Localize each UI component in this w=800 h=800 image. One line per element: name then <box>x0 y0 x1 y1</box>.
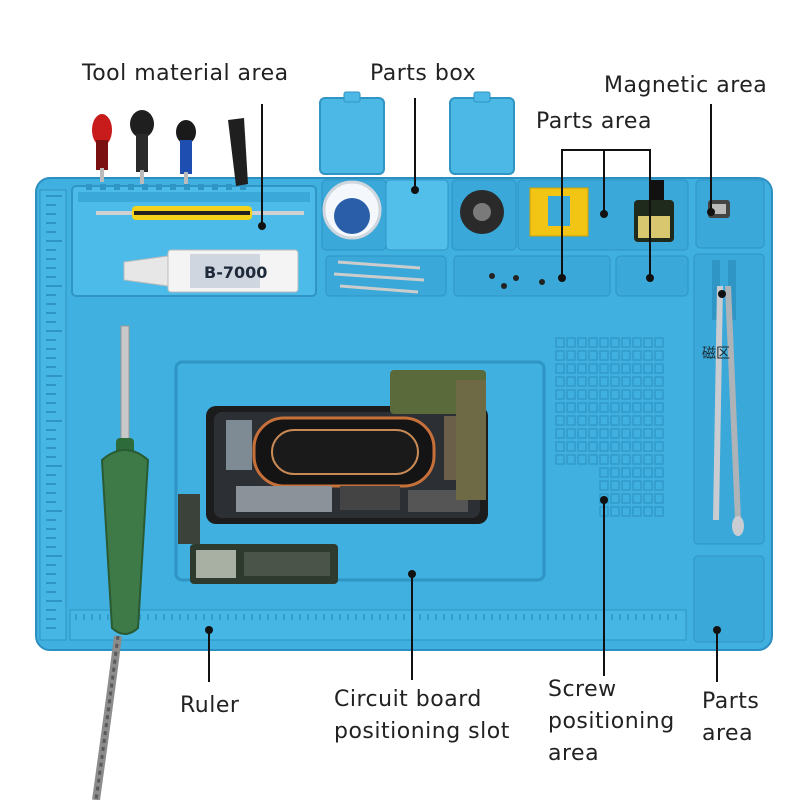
ruler-strip-bottom <box>69 609 687 641</box>
right-parts-compartments <box>693 253 765 643</box>
glue-tube-label: B-7000 <box>204 263 267 282</box>
screwdriver-icon <box>92 110 248 186</box>
parts-box-lid-right <box>449 91 515 175</box>
tool-tip-icon <box>460 190 504 234</box>
label-parts-area-bottom: Parts area <box>702 689 760 746</box>
tape-roll-icon <box>322 180 382 240</box>
soldering-iron-icon <box>92 325 150 800</box>
parts-box-lid-left <box>319 91 385 175</box>
glue-tube-icon: B-7000 <box>123 249 299 293</box>
glue-bottle-icon <box>634 180 674 242</box>
spudger-icon <box>96 206 304 220</box>
circuit-board-icon <box>206 370 488 524</box>
label-screw-area: Screw positioning area <box>548 677 675 766</box>
magnetizer-icon <box>529 187 589 237</box>
screw-icon <box>333 260 545 294</box>
label-parts-area-top: Parts area <box>536 109 652 134</box>
ruler-strip-left <box>39 189 67 641</box>
label-ruler: Ruler <box>180 693 240 718</box>
label-magnetic-area: Magnetic area <box>604 73 768 98</box>
label-parts-box: Parts box <box>370 61 477 86</box>
screw-positioning-grid <box>555 337 664 517</box>
small-circuit-board-icon <box>178 494 338 584</box>
label-tool-material-area: Tool material area <box>82 61 289 86</box>
tweezers-icon <box>713 285 744 536</box>
callout-lines <box>208 98 718 682</box>
magnet-zone-label: 磁区 <box>702 346 730 362</box>
label-circuit-board-slot: Circuit board positioning slot <box>334 687 510 744</box>
circuit-board-slot <box>174 360 546 582</box>
callout-dots <box>205 186 726 634</box>
